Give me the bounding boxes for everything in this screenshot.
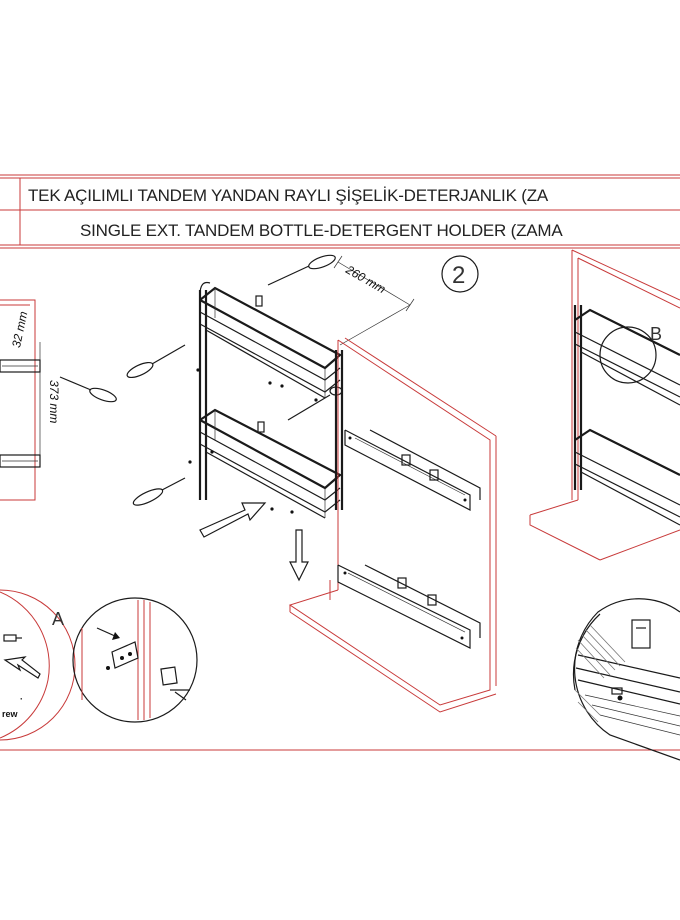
screw-label-fragment: rew [2, 709, 19, 719]
cabinet-side-panel [288, 337, 497, 713]
screwdriver-2 [59, 376, 117, 403]
step-number: 2 [452, 262, 465, 289]
title-turkish: TEK AÇILIMLI TANDEM YANDAN RAYLI ŞİŞELİK… [28, 186, 549, 205]
title-english: SINGLE EXT. TANDEM BOTTLE-DETERGENT HOLD… [80, 221, 563, 240]
screwdriver-1 [126, 344, 186, 379]
callout-b: B [650, 324, 662, 344]
dim-height: 373 mm [47, 380, 61, 423]
screwdriver-3 [132, 477, 186, 506]
depth-dimension: 260 mm [333, 255, 415, 346]
basket-unit [188, 281, 344, 519]
detail-a: A [52, 597, 198, 723]
detail-b-marker [599, 326, 657, 384]
insert-arrow [199, 502, 267, 538]
right-installed-view: B [529, 249, 680, 561]
detail-a-circle [72, 597, 198, 723]
dim-depth: 260 mm [343, 262, 388, 296]
step-circle [441, 255, 479, 293]
upper-slide-rail [344, 429, 481, 511]
callout-a: A [52, 609, 64, 629]
screw-dot-label: · [20, 694, 23, 704]
title-block: TEK AÇILIMLI TANDEM YANDAN RAYLI ŞİŞELİK… [0, 174, 680, 249]
left-cabinet-side: 32 mm 373 mm [0, 299, 61, 501]
step-badge: 2 [441, 255, 479, 293]
down-arrow [289, 529, 309, 582]
dim-gap: 32 mm [9, 310, 30, 349]
lower-slide-rail [337, 564, 481, 649]
detail-screw-circle: · rew [0, 589, 76, 741]
detail-rail-closeup [572, 598, 680, 761]
screwdriver-4 [267, 254, 336, 286]
